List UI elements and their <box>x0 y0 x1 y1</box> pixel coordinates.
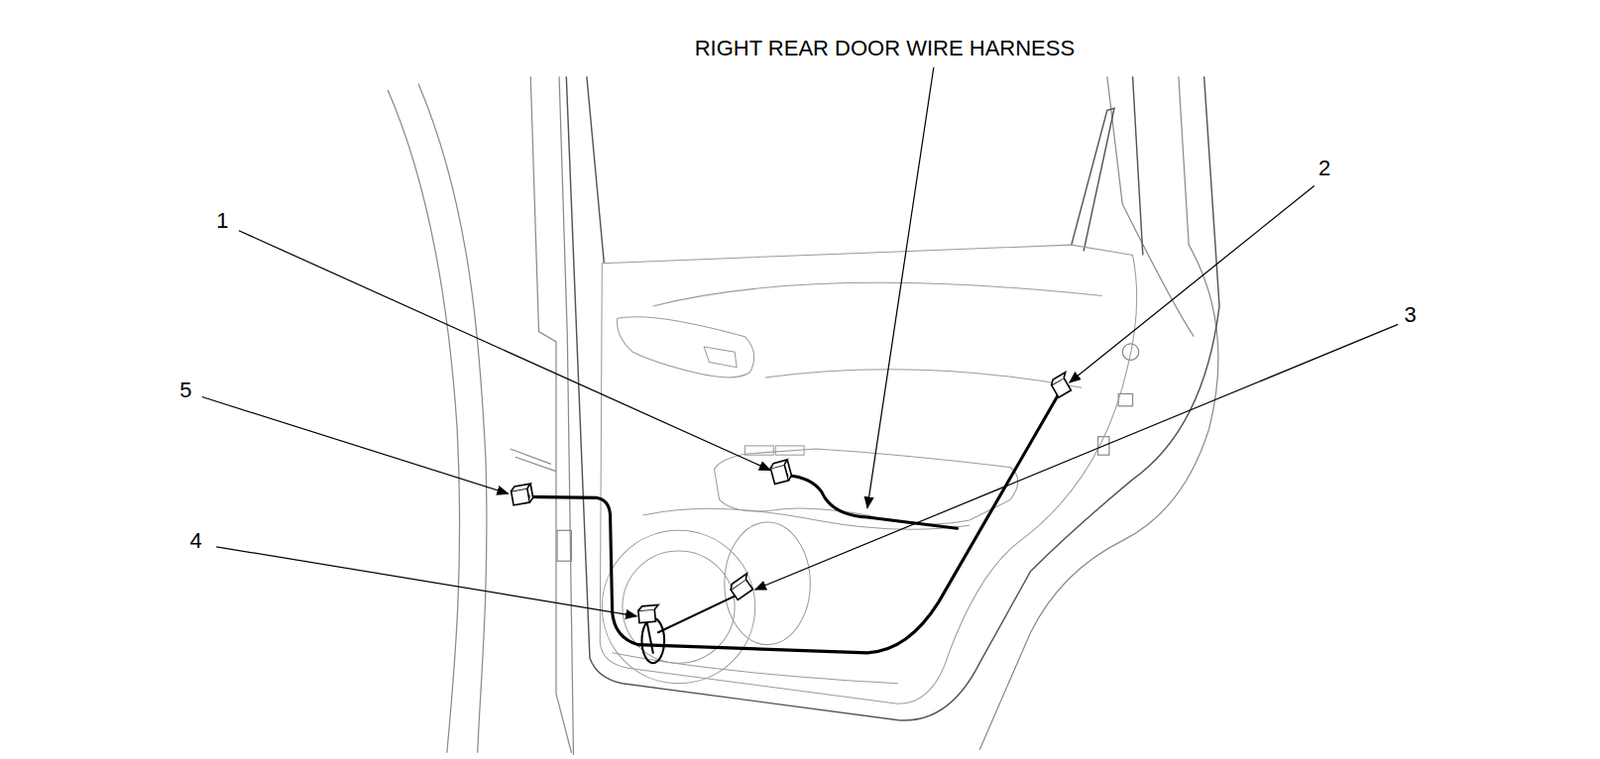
door-outline <box>566 76 1220 721</box>
callout-number: 1 <box>214 209 230 233</box>
wire-harness <box>524 389 1061 664</box>
connectors <box>510 372 1075 624</box>
leader-lines <box>202 67 1398 617</box>
body-lines <box>387 76 1219 756</box>
callout-number: 5 <box>177 378 194 403</box>
callout-number: 2 <box>1316 156 1333 181</box>
callout-number: 3 <box>1401 303 1418 328</box>
part-name: RIGHT REAR DOOR WIRE HARNESS <box>692 36 1077 61</box>
door-trim <box>599 244 1137 704</box>
callout-number: 4 <box>188 529 205 554</box>
